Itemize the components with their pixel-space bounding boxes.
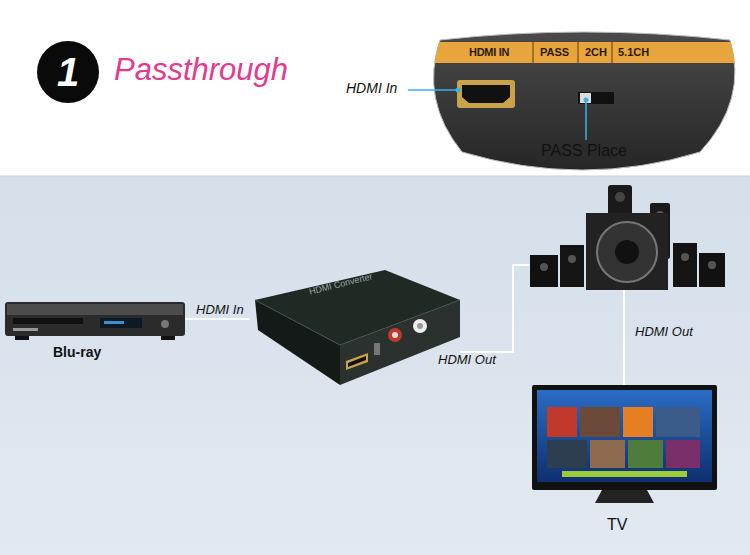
- speaker-driver: [615, 192, 625, 202]
- screen-dock: [562, 471, 687, 477]
- step-circle: [37, 41, 99, 103]
- display-glow: [104, 321, 124, 324]
- satellite-speaker: [560, 245, 584, 287]
- hdmi-cable: [623, 290, 625, 385]
- bluray-player-art: [5, 298, 185, 340]
- callout-number: 1: [38, 42, 98, 102]
- speaker-system: [530, 185, 725, 290]
- speaker-driver: [681, 253, 689, 261]
- satellite-speaker: [673, 243, 697, 287]
- rca-red: [388, 328, 402, 342]
- node-heading: Blu-ray: [53, 344, 101, 360]
- screen-tile: [547, 440, 587, 468]
- speaker-system-art: [530, 185, 725, 290]
- tv-screen: [537, 390, 712, 482]
- tv-stand: [595, 490, 654, 503]
- leader-line: [585, 100, 587, 140]
- panel-label: PASS: [540, 46, 569, 59]
- tv-set-art: [532, 385, 717, 505]
- hdmi-cable: [460, 265, 530, 352]
- player-body: [5, 302, 185, 336]
- converter-front: [340, 300, 460, 385]
- diagram-title: Passthrough: [114, 52, 288, 88]
- hdmi-converter: HDMI Converter: [250, 265, 460, 390]
- tv-frame: [532, 385, 717, 490]
- edge-label: HDMI In: [196, 303, 244, 318]
- rca-white: [413, 319, 427, 333]
- screen-tile: [580, 407, 620, 437]
- switch-slot: [578, 92, 614, 104]
- bluray-player: Blu-ray: [5, 298, 185, 340]
- player-top-shine: [7, 304, 183, 315]
- power-button: [161, 320, 169, 328]
- screen-tile: [666, 440, 700, 468]
- speaker-driver: [568, 255, 576, 263]
- section-background: [0, 176, 750, 555]
- tv-set: TV: [532, 385, 717, 505]
- leader-dot: [584, 98, 589, 103]
- converter-edge: [255, 300, 460, 345]
- rca-white-pin: [417, 323, 423, 329]
- satellite-speaker: [699, 253, 725, 287]
- leader-line: [408, 89, 458, 91]
- hdmi-port-opening: [462, 85, 510, 103]
- subwoofer: [586, 213, 668, 290]
- disc-tray: [13, 318, 83, 324]
- edge-label: HDMI Out: [635, 325, 693, 340]
- brand-badge: [13, 328, 38, 331]
- panel-label-band: [420, 42, 750, 63]
- woofer-cone: [597, 222, 657, 282]
- panel-label: PASS Place: [541, 142, 627, 160]
- band-separator: [533, 42, 534, 63]
- speaker-driver: [708, 261, 716, 269]
- converter-hdmi-opening: [348, 356, 366, 367]
- player-foot: [15, 336, 29, 340]
- edge-label: HDMI Out: [438, 353, 496, 368]
- node-heading: TV: [607, 516, 627, 534]
- screen-tile: [623, 407, 653, 437]
- switch-knob: [580, 93, 591, 103]
- band-separator: [612, 42, 613, 63]
- panel-label: 5.1CH: [618, 46, 649, 59]
- woofer-cap: [615, 240, 639, 264]
- satellite-speaker: [530, 255, 558, 287]
- converter-hdmi-port: [346, 353, 368, 370]
- speaker-driver: [540, 263, 548, 271]
- panel-label: 2CH: [585, 46, 607, 59]
- panel-label: HDMI In: [346, 80, 397, 96]
- panel-label: HDMI IN: [469, 46, 509, 59]
- hdmi-cable: [185, 318, 250, 320]
- panel-band-group: [420, 42, 750, 63]
- screen-tile: [628, 440, 663, 468]
- leader-dot: [456, 88, 461, 93]
- screen-tile: [547, 407, 577, 437]
- band-separator: [578, 42, 579, 63]
- converter-side: [255, 300, 340, 385]
- converter-audio-jack: [374, 343, 380, 355]
- player-foot: [161, 336, 175, 340]
- hdmi-port: [457, 80, 515, 108]
- screen-tile: [590, 440, 625, 468]
- player-display: [100, 318, 142, 328]
- section-divider: [0, 176, 750, 177]
- screen-tile: [656, 407, 700, 437]
- rca-red-pin: [392, 332, 398, 338]
